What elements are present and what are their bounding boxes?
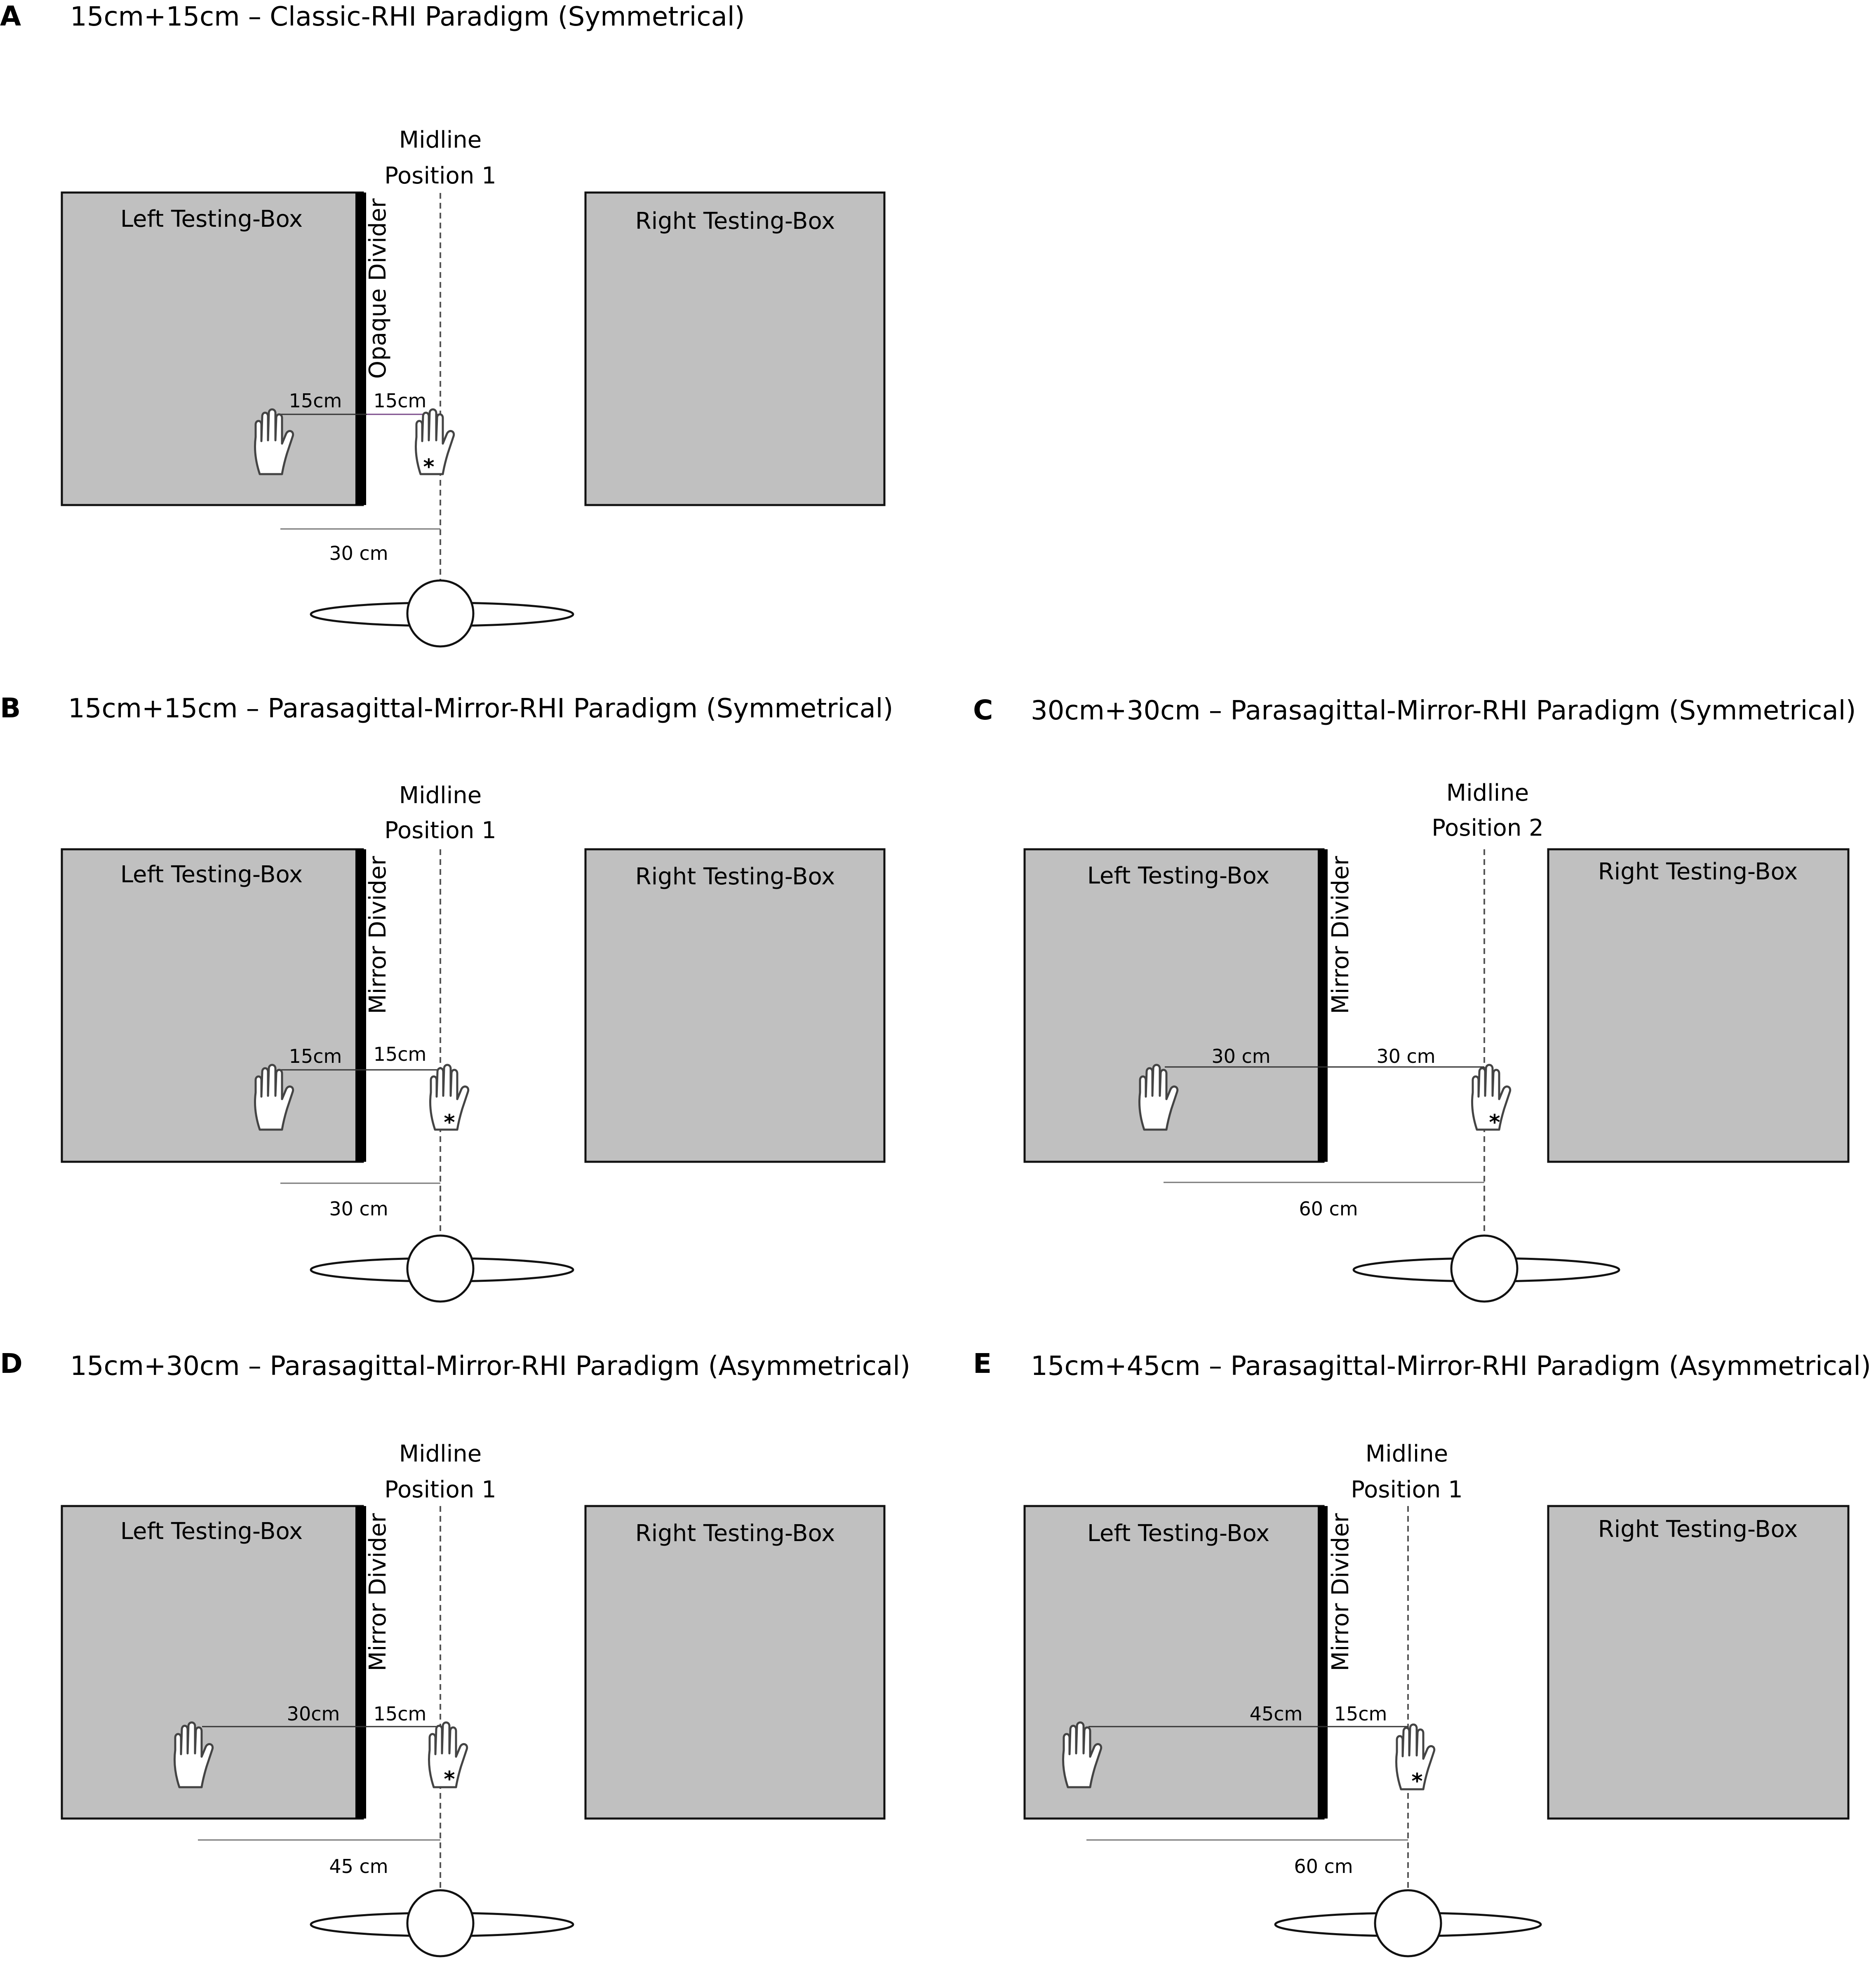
panel-b: B 15cm+15cm – Parasagittal-Mirror-RHI Pa… [0, 692, 893, 1303]
midline-label: Midline [1446, 780, 1529, 806]
left-testing-box [1023, 848, 1325, 1163]
left-testing-box-label: Left Testing-Box [1087, 862, 1269, 889]
hand-marker: * [1489, 1110, 1500, 1135]
panel-letter: A [0, 0, 21, 32]
right-hand-distance: 15cm [374, 1703, 427, 1725]
divider-label: Mirror Divider [364, 1513, 391, 1671]
hand-marker: * [444, 1767, 455, 1792]
panel-title: 15cm+15cm – Classic-RHI Paradigm (Symmet… [70, 2, 745, 32]
right-testing-box [584, 1505, 886, 1820]
mirror-divider [355, 1506, 366, 1819]
divider-label: Mirror Divider [1327, 855, 1354, 1014]
participant-head [406, 579, 475, 648]
right-testing-box [584, 191, 886, 506]
participant-head [1450, 1234, 1519, 1303]
panel-title: 15cm+30cm – Parasagittal-Mirror-RHI Para… [70, 1351, 910, 1382]
midline-label: Midline [399, 782, 482, 809]
midline-position-label: Position 1 [384, 162, 496, 189]
left-testing-box [61, 1505, 364, 1820]
divider-label: Mirror Divider [1327, 1513, 1354, 1671]
left-hand-distance: 30 cm [1211, 1045, 1270, 1067]
divider-label: Mirror Divider [364, 855, 391, 1014]
panel-title: 15cm+45cm – Parasagittal-Mirror-RHI Para… [1031, 1351, 1871, 1382]
midline-position-label: Position 1 [1351, 1476, 1462, 1503]
left-hand-distance: 30cm [287, 1703, 340, 1725]
right-hand-distance: 30 cm [1376, 1045, 1435, 1067]
participant-head [406, 1234, 475, 1303]
panel-d: D 15cm+30cm – Parasagittal-Mirror-RHI Pa… [0, 1348, 910, 1957]
left-hand-distance: 15cm [289, 1045, 342, 1067]
right-hand-icon [416, 409, 454, 474]
panel-letter: E [973, 1348, 992, 1379]
panel-title: 30cm+30cm – Parasagittal-Mirror-RHI Para… [1031, 696, 1856, 726]
panel-c: C 30cm+30cm – Parasagittal-Mirror-RHI Pa… [973, 694, 1856, 1303]
left-testing-box-label: Left Testing-Box [120, 861, 303, 888]
panel-a: A 15cm+15cm – Classic-RHI Paradigm (Symm… [0, 0, 886, 648]
panel-title: 15cm+15cm – Parasagittal-Mirror-RHI Para… [68, 693, 893, 724]
right-testing-box-label: Right Testing-Box [635, 863, 835, 890]
midline-position-label: Position 1 [384, 1476, 496, 1503]
right-hand-distance: 15cm [1334, 1703, 1387, 1725]
left-testing-box [61, 191, 364, 506]
left-hand-distance: 45cm [1250, 1703, 1303, 1725]
panel-letter: D [0, 1348, 23, 1379]
participant-head [406, 1889, 475, 1957]
right-testing-box [1547, 1505, 1850, 1820]
left-testing-box-label: Left Testing-Box [1087, 1520, 1269, 1547]
left-testing-box-label: Left Testing-Box [120, 1518, 303, 1545]
hand-marker: * [1411, 1769, 1422, 1794]
right-testing-box-label: Right Testing-Box [635, 208, 835, 235]
opaque-divider [355, 193, 366, 505]
panel-e: E 15cm+45cm – Parasagittal-Mirror-RHI Pa… [973, 1348, 1871, 1957]
left-testing-box-label: Left Testing-Box [120, 206, 303, 233]
participant-head [1374, 1889, 1442, 1957]
total-distance: 30 cm [329, 1198, 388, 1220]
mirror-divider [355, 849, 366, 1162]
divider-label: Opaque Divider [364, 198, 391, 379]
total-distance: 30 cm [329, 542, 388, 564]
midline-position-label: Position 1 [384, 817, 496, 844]
right-testing-box [584, 848, 886, 1163]
right-hand-distance: 15cm [374, 390, 427, 412]
mirror-divider [1318, 1506, 1328, 1819]
total-distance: 45 cm [329, 1855, 388, 1877]
midline-position-label: Position 2 [1432, 815, 1543, 841]
hand-marker: * [423, 455, 434, 479]
midline-label: Midline [399, 127, 482, 153]
right-hand-distance: 15cm [374, 1043, 427, 1065]
right-testing-box [1547, 848, 1850, 1163]
right-testing-box-label: Right Testing-Box [635, 1520, 835, 1547]
total-distance: 60 cm [1294, 1855, 1353, 1877]
right-testing-box-label: Right Testing-Box [1598, 1516, 1798, 1543]
midline-label: Midline [1366, 1440, 1448, 1467]
panel-letter: C [973, 694, 993, 726]
left-testing-box [61, 848, 364, 1163]
midline-label: Midline [399, 1440, 482, 1467]
mirror-divider [1318, 849, 1328, 1162]
hand-marker: * [444, 1110, 455, 1135]
right-testing-box-label: Right Testing-Box [1598, 858, 1798, 885]
panel-letter: B [0, 692, 21, 724]
total-distance: 60 cm [1299, 1198, 1358, 1220]
left-hand-distance: 15cm [289, 390, 342, 412]
